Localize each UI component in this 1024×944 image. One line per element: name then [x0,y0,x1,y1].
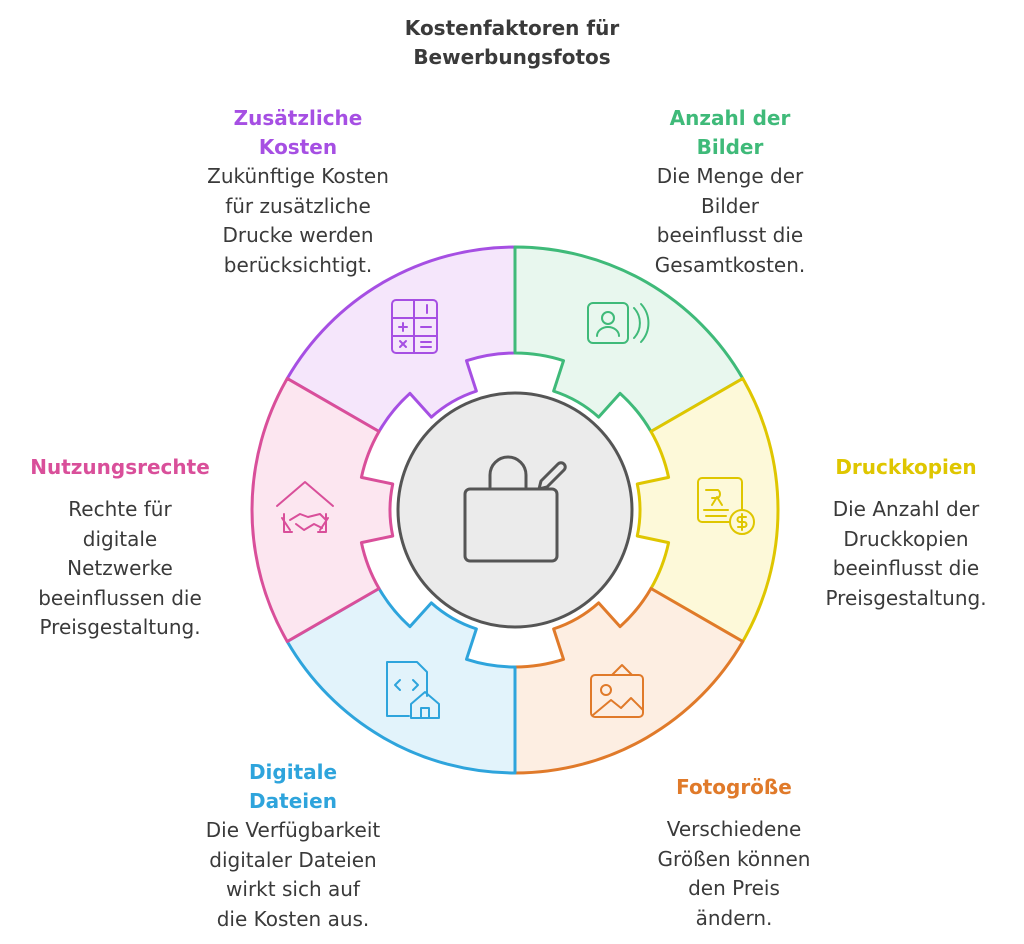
block-zusaetzliche-kosten: Zusätzliche Kosten Zukünftige Kosten für… [168,104,428,280]
bag-edit-icon [463,455,567,563]
heading-druckkopien: Druckkopien [835,455,977,479]
segment-nutzungsrechte [250,377,395,643]
heading-anzahl-der-bilder: Anzahl der Bilder [669,106,791,159]
block-nutzungsrechte: Nutzungsrechte Rechte für digitale Netzw… [4,453,236,643]
handshake-home-icon [276,481,334,533]
file-code-home-icon [386,661,440,719]
heading-fotogroesse: Fotogröße [676,775,792,799]
text-anzahl-der-bilder: Die Menge der Bilder beeinflusst die Ges… [654,164,806,277]
heading-nutzungsrechte: Nutzungsrechte [30,455,210,479]
text-digitale-dateien: Die Verfügbarkeit digitaler Dateien wirk… [205,818,381,931]
text-zusaetzliche-kosten: Zukünftige Kosten für zusätzliche Drucke… [207,164,389,277]
image-icon [590,664,644,718]
heading-digitale-dateien: Digitale Dateien [248,760,338,813]
block-digitale-dateien: Digitale Dateien Die Verfügbarkeit digit… [163,758,423,934]
calculator-icon [391,299,438,354]
diagram-title: Kostenfaktoren für Bewerbungsfotos [404,16,620,69]
portrait-photo-icon [587,302,650,344]
center-circle [396,391,634,629]
block-anzahl-der-bilder: Anzahl der Bilder Die Menge der Bilder b… [600,104,860,280]
block-fotogroesse: Fotogröße Verschiedene Größen können den… [604,773,864,933]
text-nutzungsrechte: Rechte für digitale Netzwerke beeinfluss… [38,497,202,639]
heading-zusaetzliche-kosten: Zusätzliche Kosten [233,106,363,159]
segment-ring [250,245,780,775]
text-druckkopien: Die Anzahl der Druckkopien beeinflusst d… [825,497,987,610]
block-druckkopien: Druckkopien Die Anzahl der Druckkopien b… [793,453,1019,613]
print-cost-icon [697,477,755,535]
text-fotogroesse: Verschiedene Größen können den Preis änd… [657,817,811,930]
